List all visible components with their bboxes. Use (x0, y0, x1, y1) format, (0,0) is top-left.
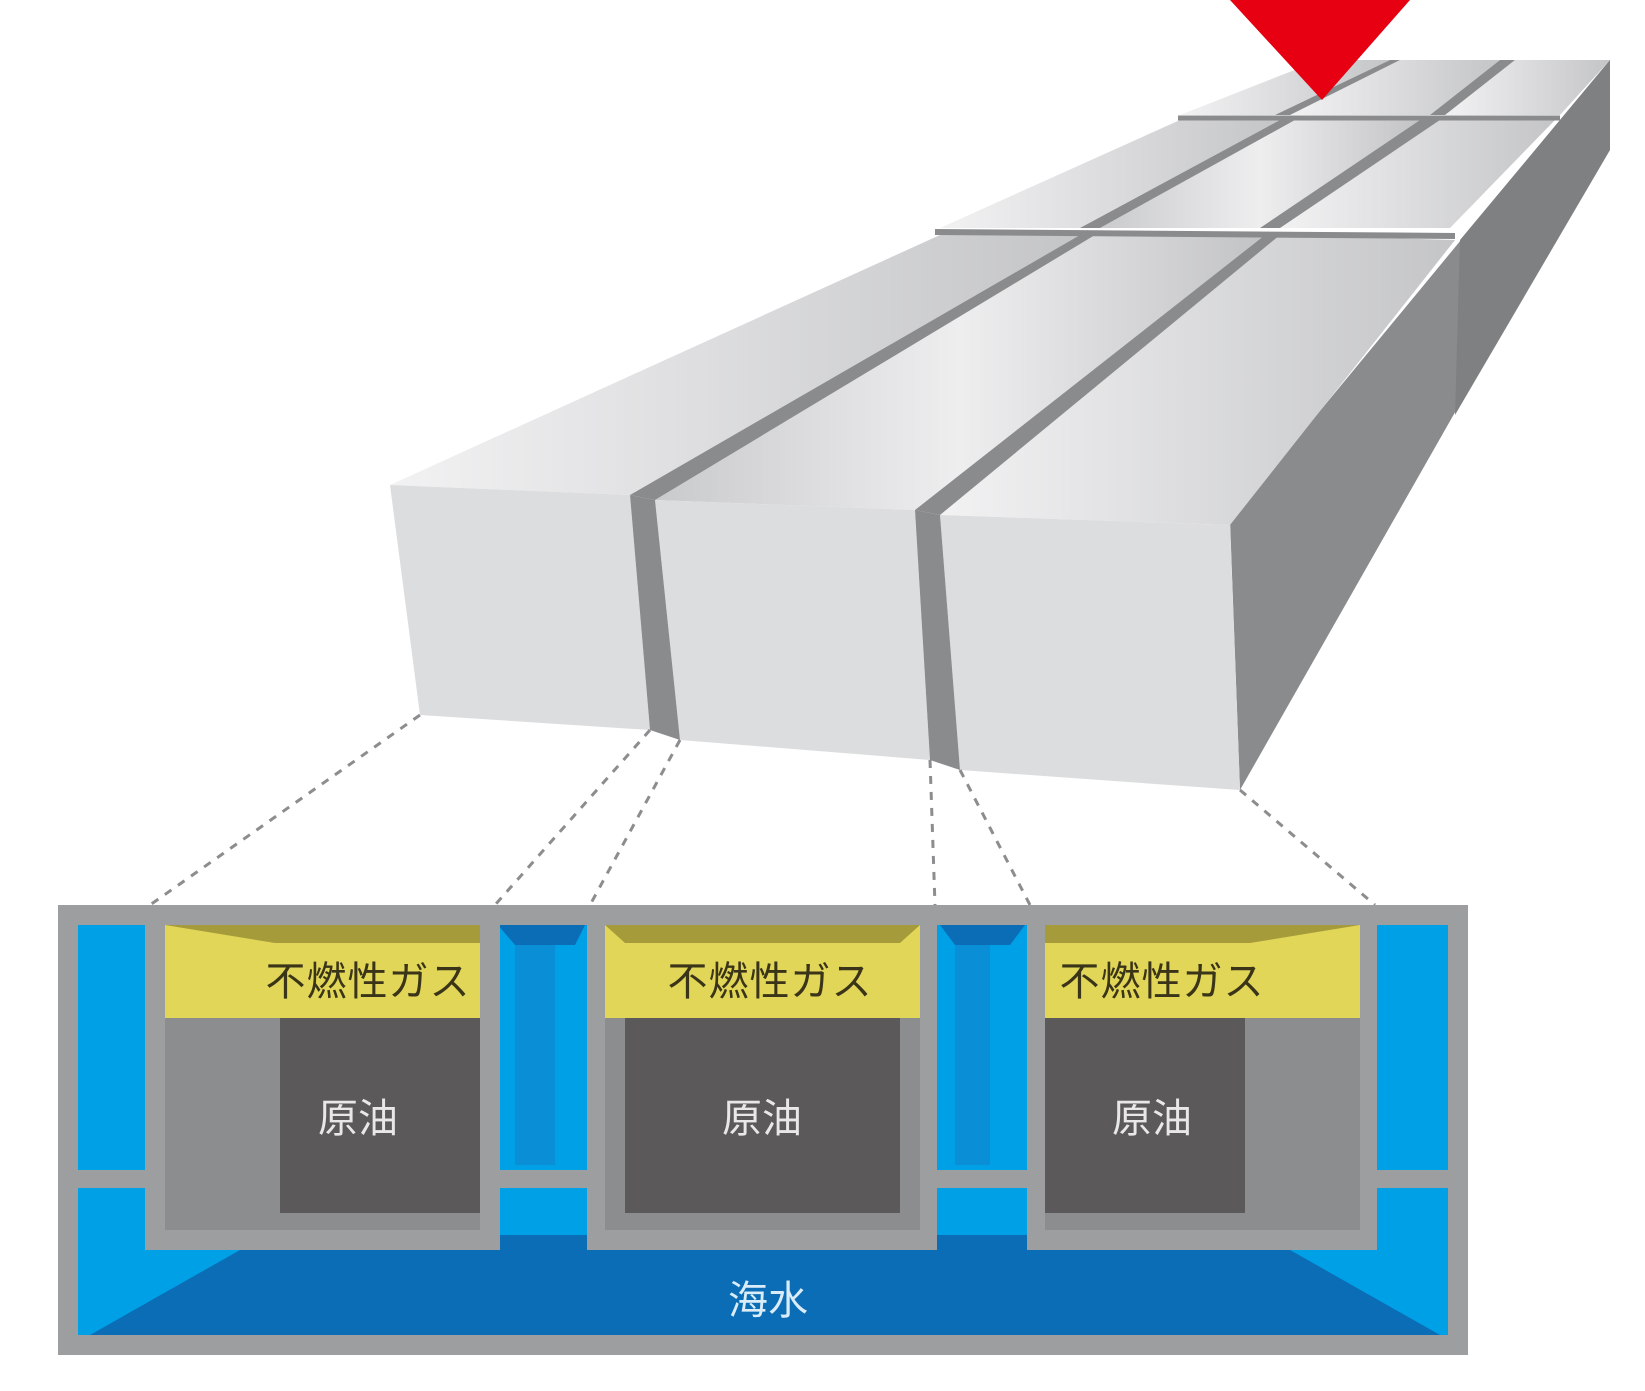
tank-1-gas-label: 不燃性ガス (265, 959, 471, 1005)
tank-2-gas-label: 不燃性ガス (667, 959, 873, 1005)
tank-2-oil-label: 原油 (722, 1096, 802, 1142)
tank-1-oil-label: 原油 (318, 1096, 398, 1142)
hull-cross-section (58, 905, 1468, 1355)
tank-3-oil-label: 原油 (1112, 1096, 1192, 1142)
projection-lines (149, 713, 1376, 907)
tank-3-gas-label: 不燃性ガス (1059, 959, 1265, 1005)
hull-3d-blocks (390, 60, 1610, 790)
seawater-label: 海水 (728, 1278, 808, 1324)
red-marker-icon (1230, 0, 1410, 100)
